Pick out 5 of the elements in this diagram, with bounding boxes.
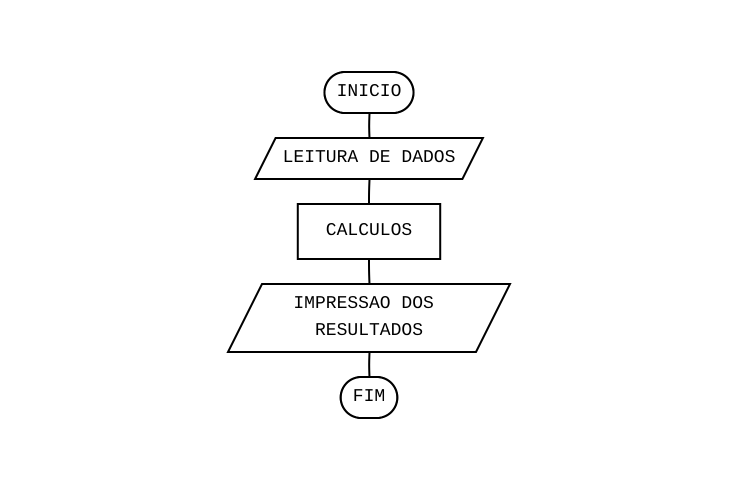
connector: [368, 352, 370, 378]
node-box: CALCULOS: [296, 202, 442, 260]
connector: [368, 178, 370, 204]
connector: [368, 258, 370, 284]
connector: [368, 112, 370, 138]
